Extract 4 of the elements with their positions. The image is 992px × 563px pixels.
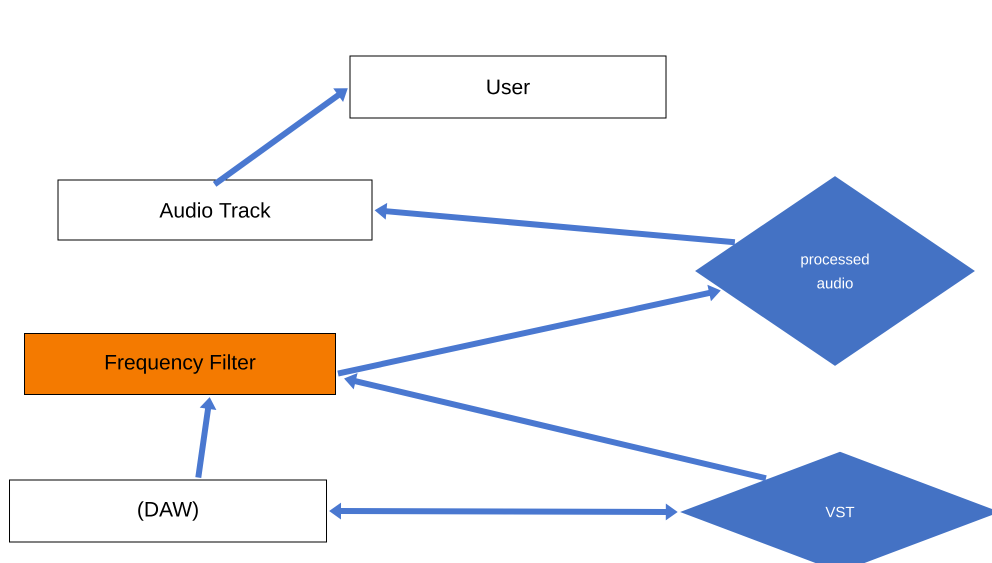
process-box: Frequency Filter [24, 333, 336, 395]
process-box: Audio Track [58, 180, 372, 240]
process-box: User [350, 56, 666, 118]
process-box: (DAW) [9, 480, 327, 542]
